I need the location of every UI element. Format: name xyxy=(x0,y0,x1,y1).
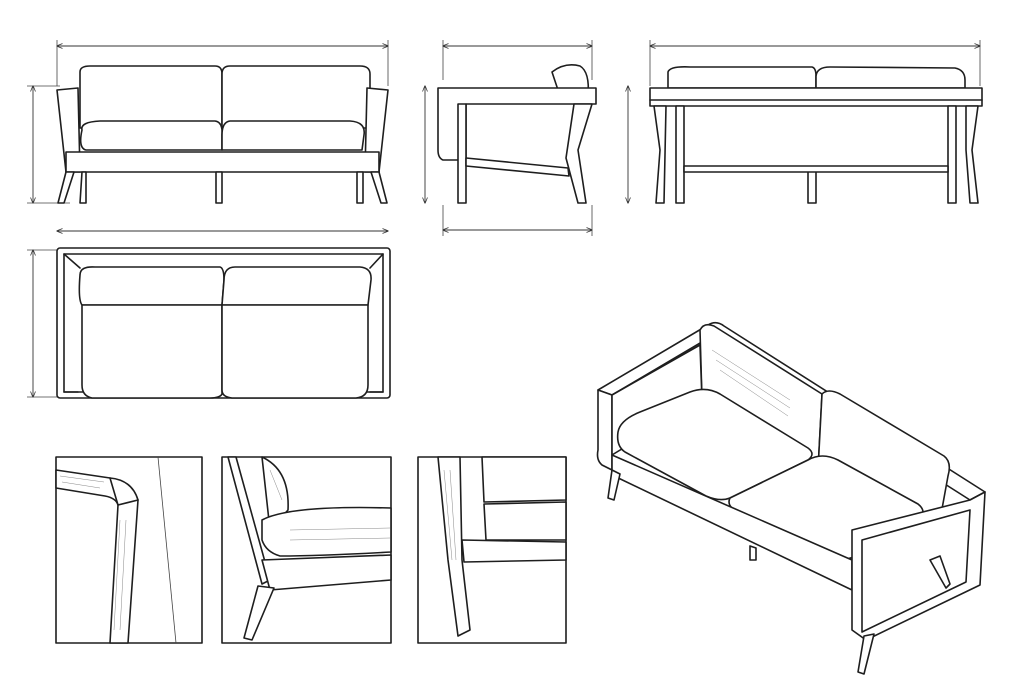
arm-corner-wood xyxy=(55,469,139,644)
detail-leg-joint xyxy=(417,456,567,644)
seat-cushion-left xyxy=(616,388,813,501)
front-view xyxy=(27,40,389,204)
leg xyxy=(243,585,275,641)
back-cushion-left xyxy=(78,266,225,306)
seat-cushion-left xyxy=(81,304,223,399)
detail-seat-joint xyxy=(221,456,392,644)
isometric-view xyxy=(596,321,986,675)
back-cushion-right xyxy=(221,65,371,129)
base-rail xyxy=(65,151,380,173)
back-cushion xyxy=(481,456,567,503)
back-view xyxy=(628,40,983,204)
seat-cushion-right xyxy=(221,304,369,399)
seat-cushion-left xyxy=(79,120,223,151)
back-cushion-left xyxy=(79,65,223,129)
back-cushion xyxy=(261,456,289,531)
legs xyxy=(607,469,951,675)
front-leg xyxy=(457,103,467,204)
top-rail xyxy=(649,87,983,107)
back-cushion-left xyxy=(667,66,817,89)
back-cushion-right xyxy=(221,266,372,306)
top-view xyxy=(27,231,391,399)
side-rail xyxy=(461,539,567,563)
back-cushion-right xyxy=(817,390,951,521)
stretcher xyxy=(465,157,570,177)
arm-right xyxy=(851,491,986,641)
front-leg xyxy=(437,456,471,637)
detail-arm-corner xyxy=(55,456,203,644)
rear-leg xyxy=(565,103,593,204)
seat-cushion-right xyxy=(221,120,366,151)
seat-cushion xyxy=(261,506,392,557)
legs xyxy=(653,105,979,204)
detail-frame xyxy=(55,456,203,644)
legs xyxy=(57,171,388,204)
back-cushion-right xyxy=(815,66,966,89)
stretcher xyxy=(683,165,949,173)
seat-rail xyxy=(261,554,392,591)
seat-cushion xyxy=(483,501,567,541)
arm-frame xyxy=(437,87,597,161)
arm-left xyxy=(596,389,613,471)
side-view xyxy=(425,40,597,236)
